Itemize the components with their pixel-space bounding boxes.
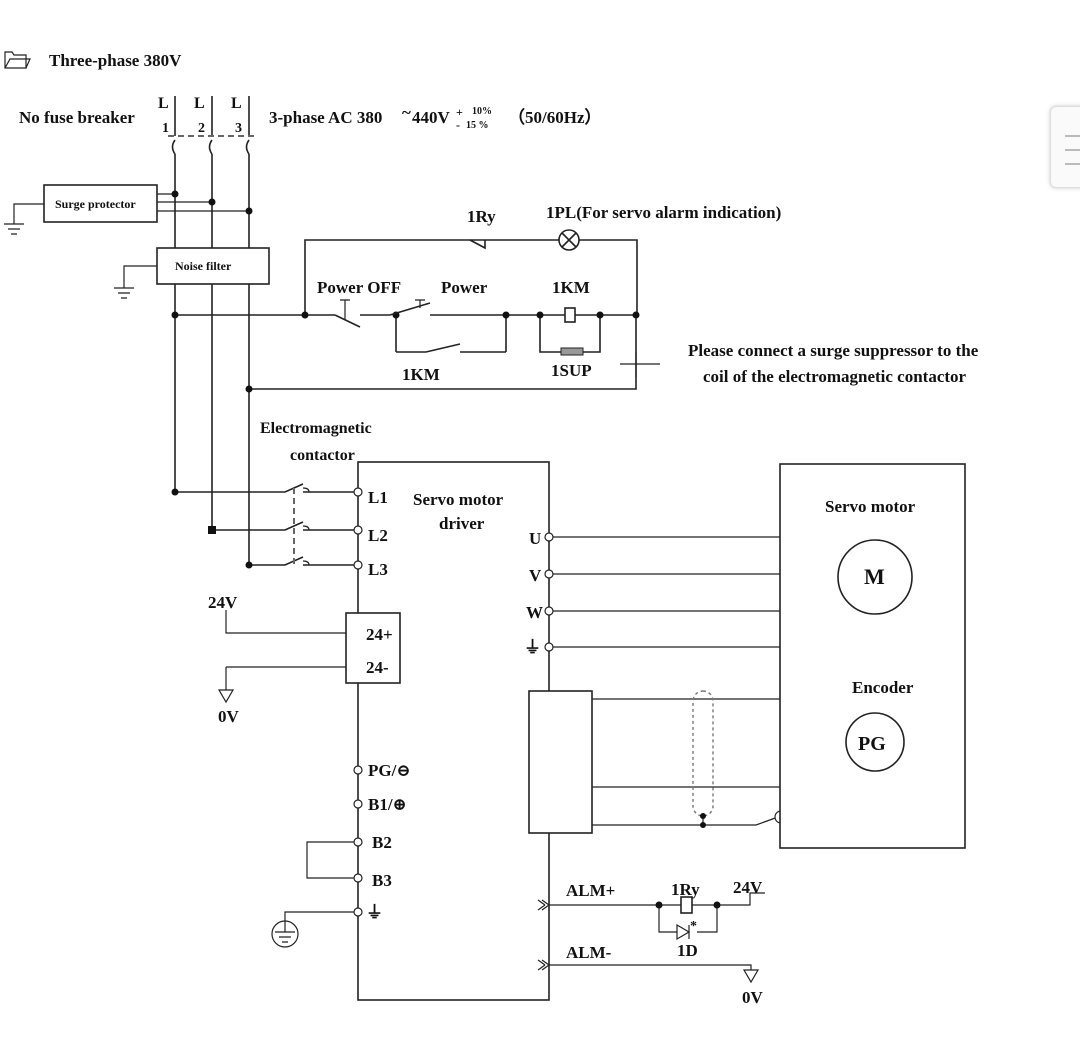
svg-text:~: ~ bbox=[402, 103, 411, 122]
terminal-u: U bbox=[529, 529, 541, 548]
alarm-diode-icon bbox=[676, 923, 691, 941]
power-off-switch bbox=[334, 299, 361, 328]
dc-24v-label: 24V bbox=[208, 593, 238, 612]
driver-title-line2: driver bbox=[439, 514, 485, 533]
alarm-lamp-label: 1PL(For servo alarm indication) bbox=[546, 203, 781, 222]
contactor-title-line1: Electromagnetic bbox=[260, 420, 372, 437]
folder-icon bbox=[4, 51, 31, 69]
noise-filter-lead bbox=[123, 265, 157, 288]
suppressor-note-line2: coil of the electromagnetic contactor bbox=[703, 367, 967, 386]
power-off-label: Power OFF bbox=[317, 278, 401, 297]
alarm-relay-coil bbox=[680, 896, 693, 914]
terminal-24-plus: 24+ bbox=[366, 625, 393, 644]
svg-text:2: 2 bbox=[198, 121, 205, 136]
suppressor-note-line1: Please connect a surge suppressor to the bbox=[688, 341, 979, 360]
terminal-b3: B3 bbox=[372, 871, 392, 890]
dc-0v-label: 0V bbox=[218, 707, 240, 726]
alarm-diode-mark: * bbox=[690, 919, 697, 934]
driver-title-line1: Servo motor bbox=[413, 490, 504, 509]
motor-symbol: M bbox=[864, 564, 885, 589]
contactor-aux-label: 1KM bbox=[402, 365, 440, 384]
encoder-title: Encoder bbox=[852, 678, 914, 697]
main-contactor bbox=[171, 483, 358, 569]
surge-suppressor-label: 1SUP bbox=[551, 361, 592, 380]
page-title: Three-phase 380V bbox=[49, 51, 182, 70]
alarm-diode-label: 1D bbox=[677, 941, 698, 960]
svg-text:1: 1 bbox=[162, 121, 169, 136]
power-on-label: Power bbox=[441, 278, 488, 297]
svg-text:L: L bbox=[194, 95, 205, 112]
terminal-v: V bbox=[529, 566, 542, 585]
terminal-pe: ⏚ bbox=[524, 638, 541, 657]
driver-power-block bbox=[345, 612, 401, 684]
encoder-icon bbox=[845, 712, 905, 772]
breaker-label: No fuse breaker bbox=[19, 108, 135, 127]
driver-input-terminals: L1 L2 L3 bbox=[353, 487, 388, 579]
power-on-switch bbox=[389, 299, 431, 316]
contactor-coil-1km bbox=[564, 307, 576, 323]
relay-contact-1ry bbox=[469, 239, 486, 250]
svg-text:+: + bbox=[456, 105, 463, 119]
contactor-title-line2: contactor bbox=[290, 447, 355, 464]
driver-regen-terminals: PG/⊖ B1/⊕ B2 B3 ⏚ bbox=[284, 761, 411, 922]
phase-label-l2: L 2 bbox=[194, 95, 205, 136]
alarm-lamp-icon bbox=[558, 229, 580, 251]
terminal-w: W bbox=[526, 603, 543, 622]
terminal-b1: B1/⊕ bbox=[368, 795, 407, 814]
dc-supply-wires bbox=[217, 610, 346, 704]
svg-text:3-phase AC 380: 3-phase AC 380 bbox=[269, 108, 382, 127]
surge-suppressor-1sup bbox=[560, 347, 584, 356]
relay-label: 1Ry bbox=[467, 207, 496, 226]
svg-text:L: L bbox=[158, 95, 169, 112]
terminal-l1: L1 bbox=[368, 488, 388, 507]
svg-text:L: L bbox=[231, 95, 242, 112]
terminal-24-minus: 24- bbox=[366, 658, 389, 677]
ground-icon-filter bbox=[114, 287, 134, 299]
svg-text:（50/60Hz）: （50/60Hz） bbox=[508, 107, 602, 127]
contactor-aux-contact bbox=[425, 343, 461, 353]
svg-text:-: - bbox=[456, 118, 460, 132]
terminal-ground: ⏚ bbox=[366, 903, 383, 922]
ground-icon-driver bbox=[271, 920, 299, 948]
encoder-connector bbox=[528, 690, 593, 834]
side-panel-handle[interactable] bbox=[1050, 106, 1080, 188]
terminal-alm-minus: ALM- bbox=[566, 943, 612, 962]
terminal-b2: B2 bbox=[372, 833, 392, 852]
terminal-pg: PG/⊖ bbox=[368, 761, 411, 780]
supply-spec: 3-phase AC 380 ~ 440V + 10% - 15 % （50/6… bbox=[269, 103, 602, 132]
noise-filter bbox=[156, 247, 270, 285]
driver-output-terminals: U V W ⏚ bbox=[524, 529, 554, 657]
alarm-relay-label: 1Ry bbox=[671, 880, 700, 899]
terminal-l2: L2 bbox=[368, 526, 388, 545]
svg-text:3: 3 bbox=[235, 121, 242, 136]
terminal-alm-plus: ALM+ bbox=[566, 881, 615, 900]
surge-protector-leads bbox=[13, 190, 253, 224]
terminal-l3: L3 bbox=[368, 560, 388, 579]
alarm-24v-label: 24V bbox=[733, 878, 763, 897]
alarm-circuit-wires bbox=[549, 892, 765, 984]
motor-icon bbox=[837, 539, 913, 615]
breaker-contacts bbox=[168, 96, 256, 155]
ground-icon-surge bbox=[4, 223, 24, 235]
contactor-coil-label: 1KM bbox=[552, 278, 590, 297]
surge-protector-label: Surge protector bbox=[55, 197, 136, 211]
encoder-symbol: PG bbox=[858, 733, 886, 755]
surge-protector bbox=[43, 184, 158, 223]
alarm-0v-label: 0V bbox=[742, 988, 764, 1007]
noise-filter-label: Noise filter bbox=[175, 259, 232, 273]
servo-motor bbox=[779, 463, 966, 849]
servo-motor-title: Servo motor bbox=[825, 497, 916, 516]
phase-label-l1: L 1 bbox=[158, 95, 169, 136]
servo-driver bbox=[357, 461, 550, 1001]
phase-bus bbox=[174, 154, 250, 565]
phase-label-l3: L 3 bbox=[231, 95, 242, 136]
svg-text:10%: 10% bbox=[472, 106, 492, 117]
alarm-terminals: ALM+ ALM- bbox=[537, 881, 615, 971]
svg-text:440V: 440V bbox=[412, 108, 451, 127]
svg-text:15 %: 15 % bbox=[466, 120, 489, 131]
